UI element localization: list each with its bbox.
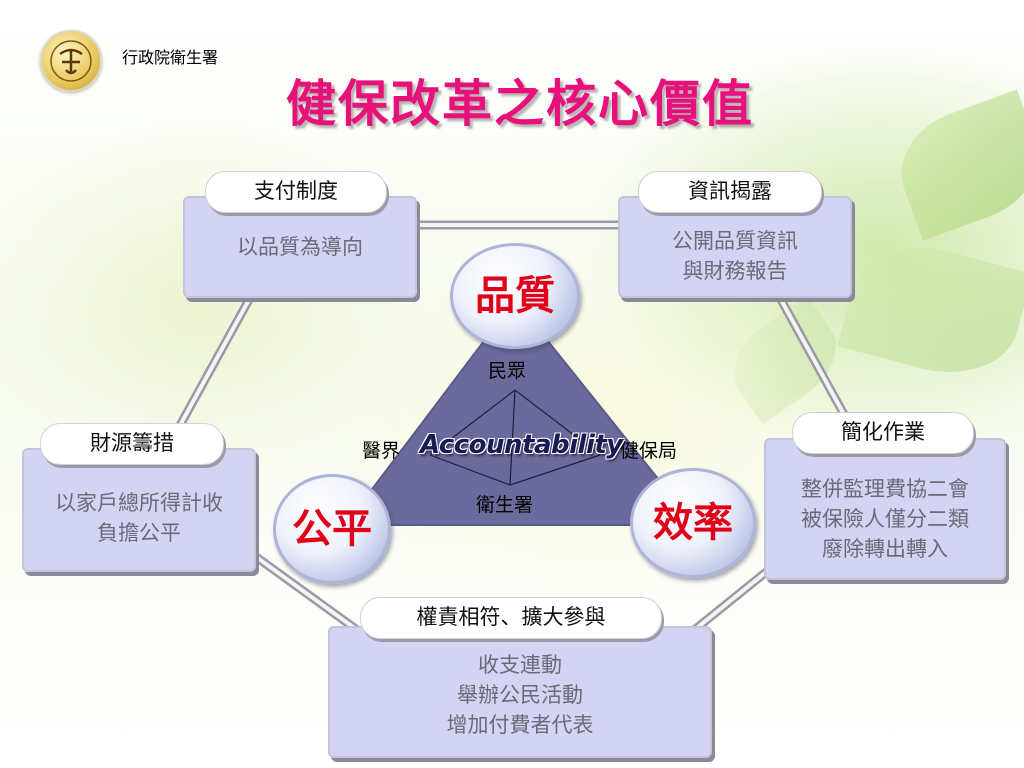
equity-circle: 公平 [273, 474, 391, 584]
accountability-label: Accountability [420, 430, 623, 460]
efficiency-label: 效率 [653, 500, 733, 546]
page-title: 健保改革之核心價值 [286, 75, 754, 133]
quality-label: 品質 [475, 273, 555, 319]
equity-label: 公平 [292, 506, 372, 552]
top-actor-label: 民眾 [488, 360, 527, 382]
left-actor-label: 醫界 [362, 440, 401, 462]
efficiency-circle: 效率 [630, 468, 756, 578]
financing-tab: 財源籌措 [40, 423, 224, 465]
financing-body: 以家戶總所得計收 負擔公平 [55, 491, 223, 545]
right-actor-label: 健保局 [620, 440, 678, 462]
bottom-actor-label: 衛生署 [476, 494, 534, 516]
financing-box: 以家戶總所得計收 負擔公平 [22, 448, 256, 572]
inner-pyramid-lines [429, 389, 601, 486]
disclosure-tab: 資訊揭露 [638, 171, 822, 213]
ministry-logo [40, 30, 102, 92]
payment-body: 以品質為導向 [237, 235, 363, 259]
simplify-body: 整併監理費協二會 被保險人僅分二類 廢除轉出轉入 [801, 477, 969, 561]
org-name: 行政院衛生署 [122, 48, 219, 67]
quality-circle: 品質 [450, 243, 580, 349]
simplify-box: 整併監理費協二會 被保險人僅分二類 廢除轉出轉入 [764, 438, 1006, 580]
disclosure-body: 公開品質資訊 與財務報告 [672, 229, 798, 283]
participation-tab: 權責相符、擴大參與 [360, 597, 662, 639]
participation-body: 收支連動 舉辦公民活動 增加付費者代表 [446, 653, 594, 737]
participation-box: 收支連動 舉辦公民活動 增加付費者代表 [328, 626, 712, 758]
disclosure-box: 公開品質資訊 與財務報告 [618, 196, 852, 298]
payment-tab: 支付制度 [205, 171, 387, 213]
simplify-tab: 簡化作業 [792, 412, 974, 454]
emblem-icon [50, 40, 92, 82]
accountability-triangle [342, 298, 698, 526]
